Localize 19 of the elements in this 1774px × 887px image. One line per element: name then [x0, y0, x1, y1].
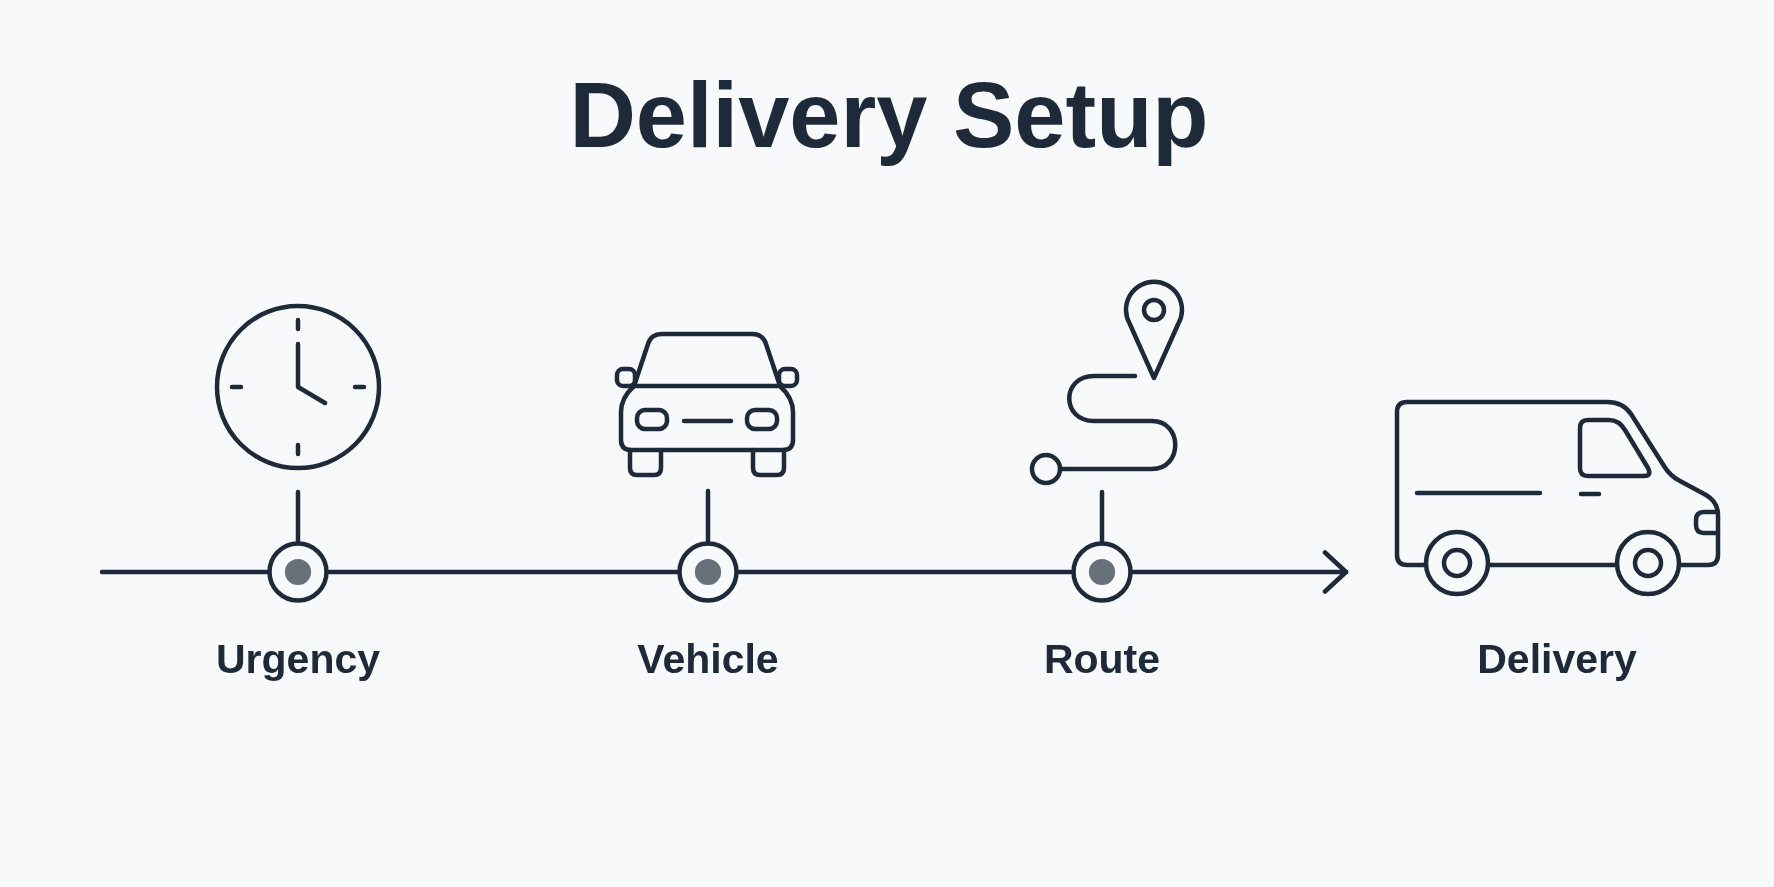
car-icon: [614, 331, 800, 478]
map-pin-route-icon: [1029, 279, 1186, 486]
milestone-marker: [1071, 541, 1133, 603]
timeline-arrow: [1130, 550, 1349, 594]
step-label: Vehicle: [637, 635, 779, 684]
timeline-line: [99, 569, 270, 575]
clock-icon: [214, 303, 382, 471]
step-label: Delivery: [1477, 635, 1637, 684]
connector-line: [705, 488, 711, 544]
step-label: Urgency: [215, 635, 381, 684]
milestone-marker: [267, 541, 329, 603]
van-icon: [1393, 398, 1721, 599]
diagram-title: Delivery Setup: [569, 63, 1209, 168]
timeline-line: [326, 569, 680, 575]
connector-line: [1099, 489, 1105, 544]
step-label: Route: [1043, 635, 1161, 684]
milestone-marker: [677, 541, 739, 603]
timeline-line: [736, 569, 1074, 575]
connector-line: [295, 489, 301, 544]
